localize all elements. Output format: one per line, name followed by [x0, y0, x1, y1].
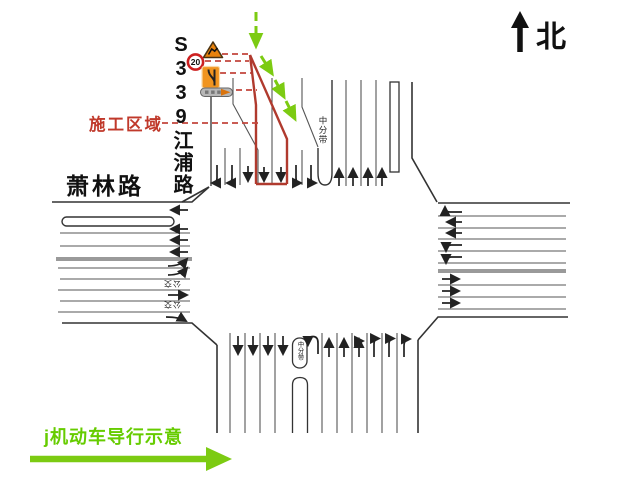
construction-warning-icon: [202, 41, 224, 59]
road-south: [216, 332, 419, 433]
compass-label: 北: [536, 21, 566, 54]
road-name-west: 萧林路: [66, 173, 144, 199]
road-name-north: S339江浦路: [170, 34, 192, 196]
south-median-island: [291, 376, 309, 433]
construction-pointer-lines: [162, 53, 261, 124]
bus-lane-marking: 公交: [163, 279, 181, 288]
road-west: [52, 186, 218, 346]
south-lane-arrows: [232, 332, 413, 357]
bus-lane-marking: 公交: [163, 300, 181, 309]
construction-zone-outline: [248, 54, 289, 186]
road-north: [181, 66, 438, 203]
north-arrow-icon: [511, 11, 529, 52]
east-lane-arrows: [439, 204, 462, 309]
west-median-island: [61, 216, 175, 227]
construction-zone-label: 施工区域: [89, 116, 163, 134]
diversion-arrow-icon: [30, 447, 232, 471]
north-median-u: [317, 80, 333, 186]
north-divider-strip: [389, 81, 400, 173]
barrier-arrow-sign-icon: [200, 87, 233, 97]
road-east: [417, 202, 570, 341]
speed-limit-sign: [186, 53, 205, 71]
speed-limit-value: 20: [190, 57, 201, 67]
diversion-title: j机动车导行示意: [44, 427, 184, 447]
west-lane-arrows: [165, 204, 190, 323]
median-label-north: 中分带: [318, 116, 328, 145]
diversion-path-arrows: [248, 12, 297, 122]
north-lane-arrows: [209, 165, 388, 189]
median-label-south: 中分带: [296, 341, 303, 361]
lane-merge-sign-icon: [201, 65, 221, 89]
